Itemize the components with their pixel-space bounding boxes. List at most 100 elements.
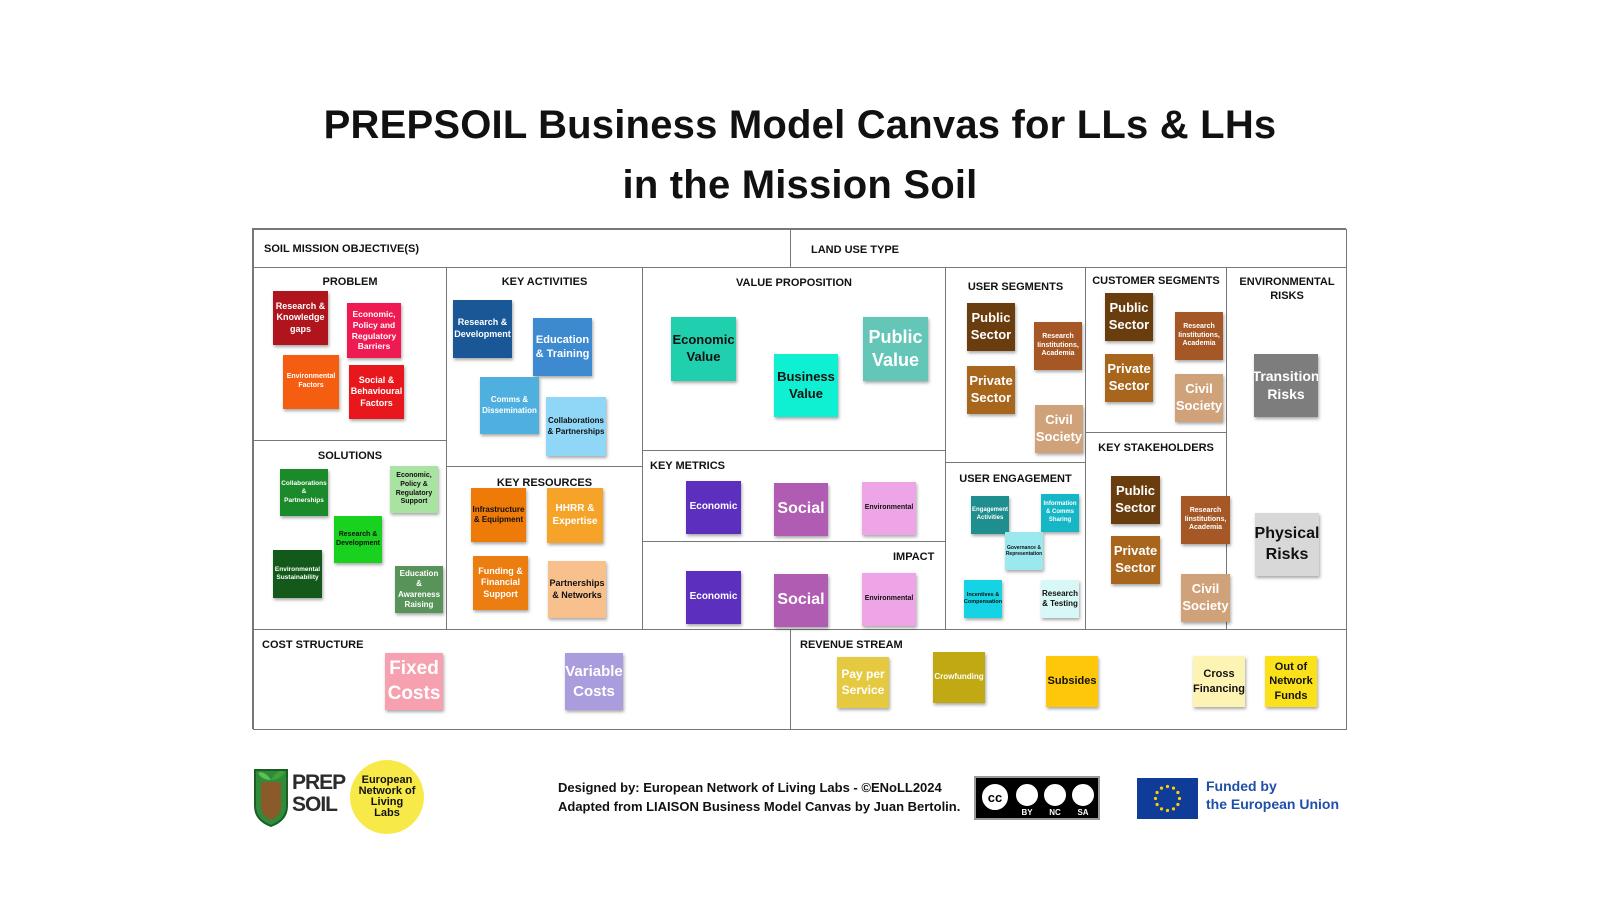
eu-star <box>1165 808 1170 813</box>
prepsoil-logo-text-2: SOIL <box>292 793 338 816</box>
note-subsides[interactable]: Subsides <box>1046 656 1098 707</box>
business-model-canvas: SOIL MISSION OBJECTIVE(S) LAND USE TYPE … <box>252 228 1347 730</box>
note-stakeholder-public-sector[interactable]: Public Sector <box>1111 476 1160 524</box>
revenue-stream-header: REVENUE STREAM <box>800 639 903 651</box>
note-cross-financing[interactable]: Cross Financing <box>1193 656 1245 707</box>
problem-header: PROBLEM <box>322 276 378 288</box>
designed-by-text: Designed by: European Network of Living … <box>558 780 942 795</box>
prepsoil-logo-text-1: PREP <box>292 771 346 794</box>
note-pay-per-service[interactable]: Pay per Service <box>837 657 889 708</box>
note-physical-risks[interactable]: Physical Risks <box>1255 513 1319 576</box>
eu-star <box>1177 796 1182 801</box>
eu-star <box>1159 807 1164 811</box>
note-impact-economic[interactable]: Economic <box>686 571 741 624</box>
key-resources-header: KEY RESOURCES <box>496 477 593 489</box>
adapted-from-text: Adapted from LIAISON Business Model Canv… <box>558 799 961 814</box>
cc-nc-label: NC <box>1049 808 1061 817</box>
note-transition-risks[interactable]: Transition Risks <box>1254 354 1318 417</box>
note-research-testing[interactable]: Research & Testing <box>1041 580 1079 618</box>
note-partnerships-networks[interactable]: Partnerships & Networks <box>548 561 606 618</box>
page-subtitle: in the Mission Soil <box>622 163 978 207</box>
eu-funding-text: Funded by the European Union <box>1206 777 1339 813</box>
cc-license-badge: cc BY NC SA <box>974 776 1100 820</box>
note-collaborations-partnerships-activities[interactable]: Collaborations & Partnerships <box>546 397 606 456</box>
note-user-private-sector[interactable]: Private Sector <box>967 366 1015 414</box>
eu-star <box>1155 790 1159 795</box>
note-governance-representation[interactable]: Governance & Representation <box>1005 532 1043 570</box>
note-engagement-activities[interactable]: Engagement Activities <box>971 496 1009 534</box>
note-customer-research-institutions[interactable]: Research Iinstitutions, Academia <box>1175 312 1223 360</box>
note-information-comms-sharing[interactable]: Information & Comms Sharing <box>1041 494 1079 532</box>
note-infrastructure-equipment[interactable]: Infrastructure & Equipment <box>471 488 526 542</box>
eu-stars-icon <box>1153 784 1182 813</box>
note-funding-financial-support[interactable]: Funding & Financial Support <box>473 556 528 610</box>
note-fixed-costs[interactable]: Fixed Costs <box>385 653 443 710</box>
note-customer-public-sector[interactable]: Public Sector <box>1105 293 1153 341</box>
note-impact-social[interactable]: Social <box>774 574 828 627</box>
cc-by-label: BY <box>1021 808 1033 817</box>
user-engagement-header: USER ENGAGEMENT <box>959 473 1072 485</box>
note-collaborations-partnerships[interactable]: Collaborations & Partnerships <box>280 469 328 516</box>
prepsoil-logo: PREP SOIL <box>252 764 346 828</box>
note-research-knowledge-gaps[interactable]: Research & Knowledge gaps <box>273 291 328 345</box>
customer-segments-header: CUSTOMER SEGMENTS <box>1092 275 1220 287</box>
land-use-cell <box>790 229 1347 268</box>
impact-header: IMPACT <box>893 551 935 563</box>
note-economic-policy-regulatory-support[interactable]: Economic, Policy & Regulatory Support <box>390 466 438 513</box>
sa-icon <box>1070 782 1096 808</box>
objectives-header: SOIL MISSION OBJECTIVE(S) <box>264 243 420 255</box>
eu-star <box>1165 784 1170 789</box>
enoll-logo: European Network of Living Labs <box>350 760 424 834</box>
note-user-civil-society[interactable]: Civil Society <box>1035 405 1083 453</box>
note-research-development-solutions[interactable]: Research & Development <box>334 516 382 563</box>
eu-flag-icon <box>1137 778 1198 819</box>
note-business-value[interactable]: Business Value <box>774 354 838 417</box>
cost-structure-cell <box>253 629 791 730</box>
note-economic-value[interactable]: Economic Value <box>671 317 736 381</box>
enoll-logo-text: European Network of Living Labs <box>358 774 416 819</box>
note-stakeholder-research-institutions[interactable]: Research Iinstitutions, Academia <box>1181 496 1230 544</box>
note-metrics-environmental[interactable]: Environmental <box>862 482 916 535</box>
environmental-risks-header: ENVIRONMENTAL RISKS <box>1239 276 1335 302</box>
cc-icon: cc <box>980 782 1010 812</box>
note-stakeholder-civil-society[interactable]: Civil Society <box>1181 574 1230 622</box>
note-environmental-sustainability[interactable]: Environmental Sustainability <box>273 550 322 598</box>
key-stakeholders-header: KEY STAKEHOLDERS <box>1098 442 1214 454</box>
note-customer-private-sector[interactable]: Private Sector <box>1105 354 1153 402</box>
eu-funding-line-2: the European Union <box>1206 796 1339 812</box>
key-metrics-header: KEY METRICS <box>650 460 725 472</box>
note-customer-civil-society[interactable]: Civil Society <box>1175 374 1223 422</box>
note-hhrr-expertise[interactable]: HHRR & Expertise <box>547 488 603 543</box>
note-research-development-activities[interactable]: Research & Development <box>453 300 512 358</box>
key-activities-header: KEY ACTIVITIES <box>501 276 588 288</box>
note-user-public-sector[interactable]: Public Sector <box>967 303 1015 351</box>
value-proposition-header: VALUE PROPOSITION <box>736 277 852 289</box>
note-user-research-institutions[interactable]: Research Iinstitutions, Academia <box>1034 322 1082 370</box>
note-stakeholder-private-sector[interactable]: Private Sector <box>1111 536 1160 584</box>
note-social-behavioural-factors[interactable]: Social & Behavioural Factors <box>349 365 404 419</box>
eu-star <box>1153 796 1158 801</box>
solutions-header: SOLUTIONS <box>317 450 383 462</box>
note-public-value[interactable]: Public Value <box>863 317 928 381</box>
note-crowfunding[interactable]: Crowfunding <box>933 652 985 703</box>
eu-star <box>1176 802 1180 807</box>
eu-funding-line-1: Funded by <box>1206 778 1277 794</box>
note-economic-policy-regulatory-barriers[interactable]: Economic, Policy and Regulatory Barriers <box>347 303 401 358</box>
eu-star <box>1176 790 1180 795</box>
note-metrics-social[interactable]: Social <box>774 483 828 536</box>
eu-star <box>1171 786 1176 790</box>
note-impact-environmental[interactable]: Environmental <box>862 573 916 626</box>
page-title: PREPSOIL Business Model Canvas for LLs &… <box>323 103 1277 147</box>
note-incentives-compensation[interactable]: Incentives & Compensation <box>964 580 1002 618</box>
eu-star <box>1159 786 1164 790</box>
note-comms-dissemination[interactable]: Comms & Dissemination <box>480 377 539 434</box>
objectives-cell <box>253 229 791 268</box>
note-out-of-network-funds[interactable]: Out of Network Funds <box>1265 656 1317 707</box>
eu-star <box>1171 807 1176 811</box>
note-variable-costs[interactable]: Variable Costs <box>565 653 623 710</box>
note-metrics-economic[interactable]: Economic <box>686 481 741 534</box>
note-education-training[interactable]: Education & Training <box>533 318 592 376</box>
note-environmental-factors[interactable]: Environmental Factors <box>283 355 339 409</box>
nc-icon <box>1042 782 1068 808</box>
note-education-awareness-raising[interactable]: Education & Awareness Raising <box>395 566 443 613</box>
